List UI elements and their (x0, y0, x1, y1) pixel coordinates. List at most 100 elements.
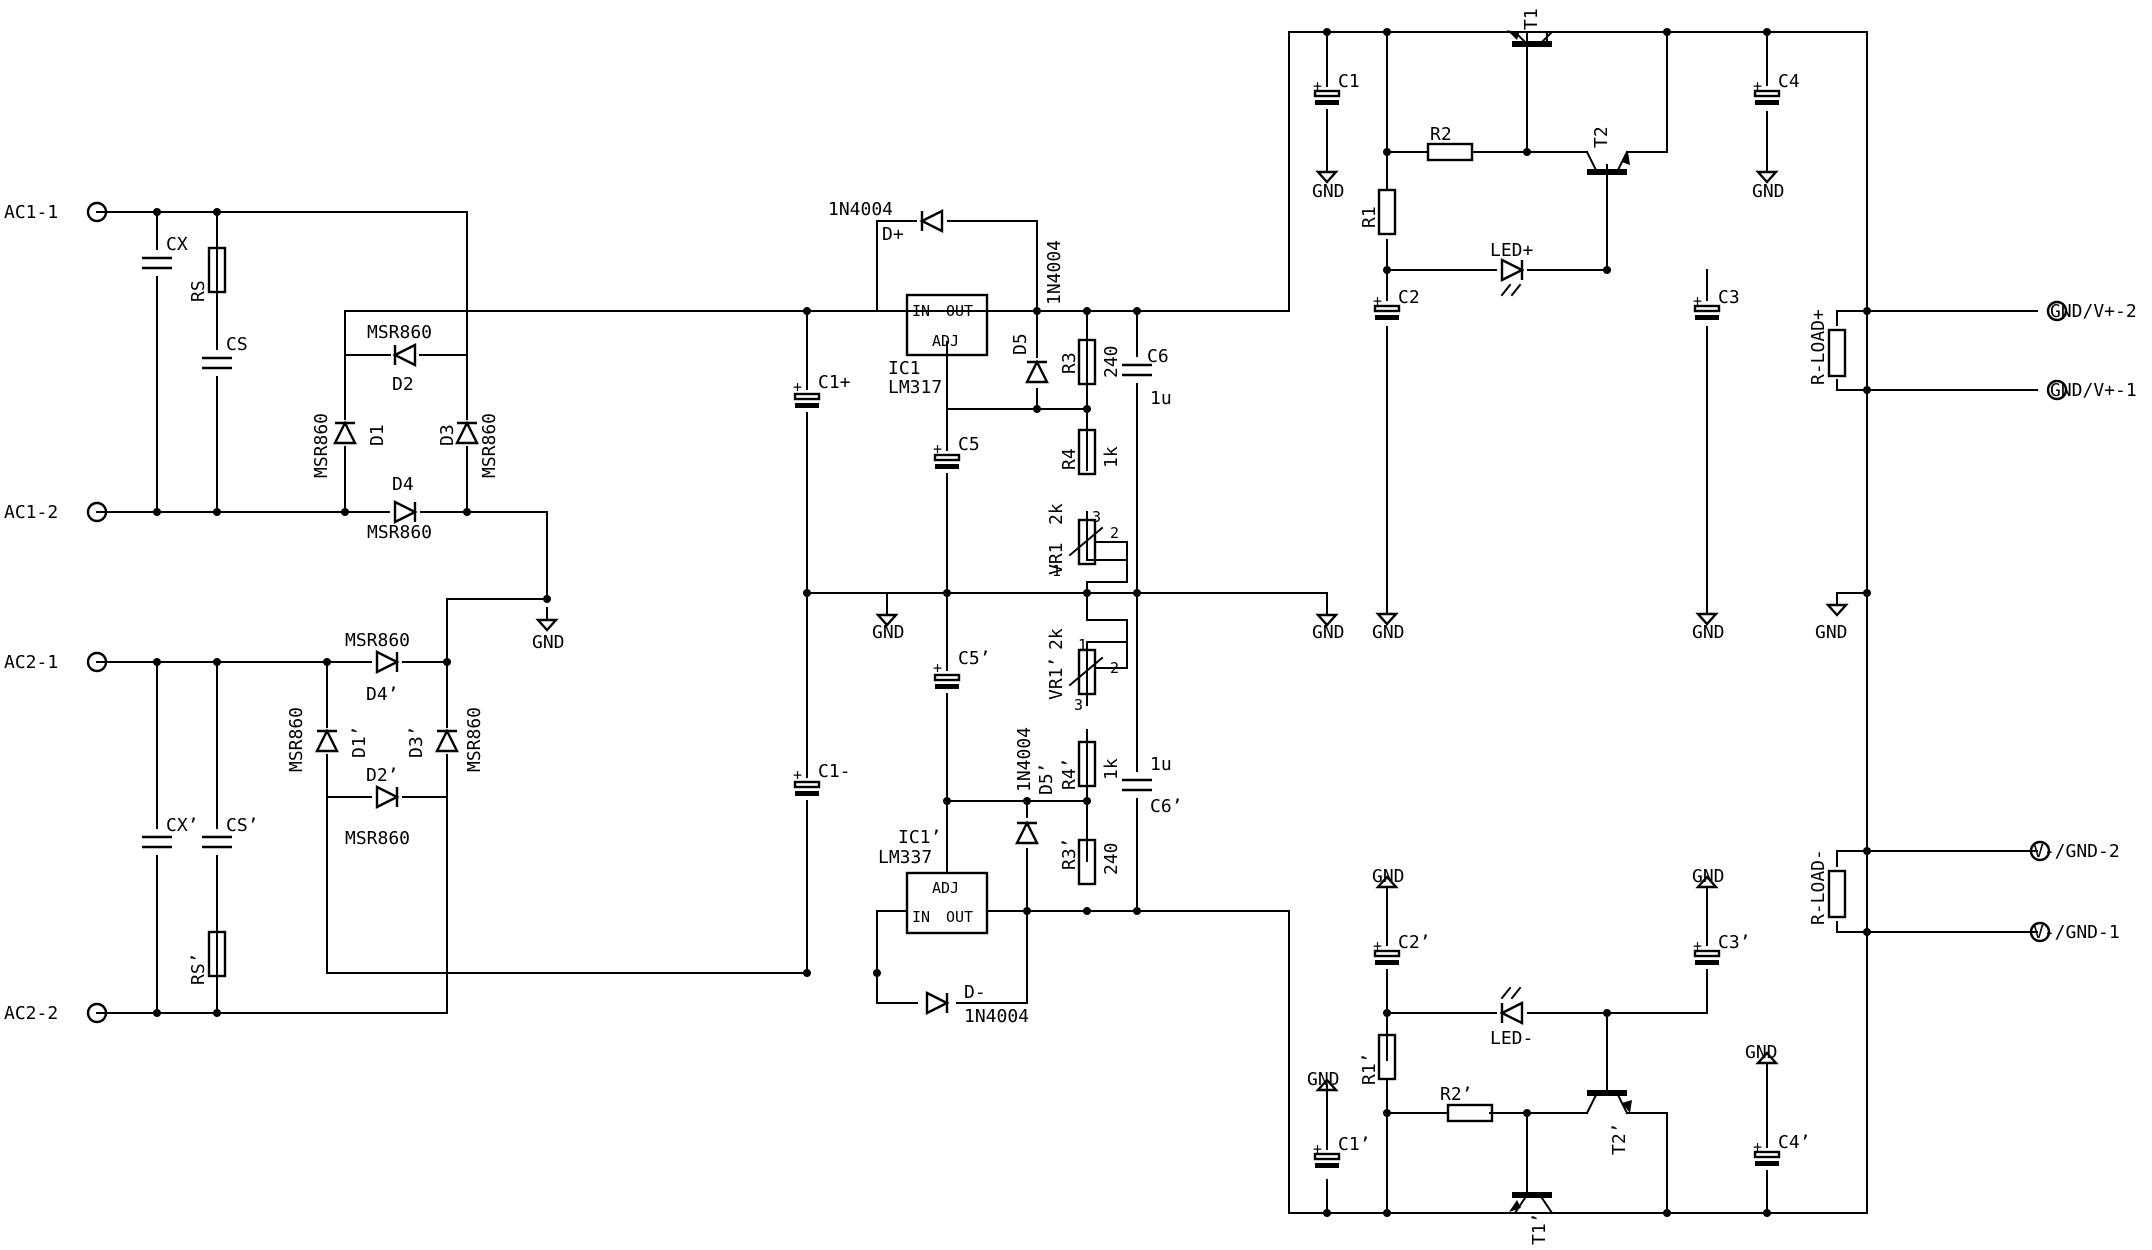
label-msr-d3p: MSR860 (464, 707, 485, 772)
capacitor-c5 (933, 451, 961, 473)
diode-d5p (1015, 818, 1039, 848)
capacitor-cx2 (140, 829, 174, 855)
label-msr-d1p: MSR860 (286, 707, 307, 772)
resistor-r1 (1377, 188, 1397, 236)
label-lm337: LM337 (878, 847, 932, 868)
resistor-r3p (1077, 838, 1097, 886)
label-c4p: C4’ (1778, 1132, 1811, 1153)
label-d3: D3 (437, 424, 458, 446)
label-gnd-c1p: GND (1307, 1069, 1340, 1090)
label-r2: R2 (1430, 124, 1452, 145)
capacitor-c6 (1120, 357, 1154, 383)
label-gnd-c5: GND (872, 622, 905, 643)
ic1p-lm337 (876, 800, 1028, 935)
capacitor-c6p (1120, 772, 1154, 798)
label-cs: CS (226, 334, 248, 355)
label-t1p: T1’ (1529, 1212, 1550, 1245)
ic1-lm317 (905, 293, 989, 410)
ic1-pin-out: OUT (946, 302, 973, 320)
resistor-rs (207, 246, 227, 294)
label-t2p: T2’ (1609, 1122, 1630, 1155)
label-gnd-c4: GND (1752, 181, 1785, 202)
capacitor-c2 (1373, 302, 1401, 324)
diode-d5 (1025, 358, 1049, 388)
ic1-pin-adj: ADJ (932, 332, 959, 350)
capacitor-c3p (1693, 947, 1721, 969)
label-c3: C3 (1718, 287, 1740, 308)
label-c1: C1 (1338, 71, 1360, 92)
capacitor-cx (140, 250, 174, 276)
gnd-c4 (1756, 158, 1778, 184)
transistor-t1p (1509, 1192, 1554, 1215)
label-ac1-2: AC1-2 (4, 502, 58, 523)
transistor-t1 (1507, 30, 1554, 47)
label-r4p-val: 1k (1101, 758, 1122, 780)
capacitor-c3 (1693, 302, 1721, 324)
vr1-pin-2: 2 (1110, 524, 1119, 542)
junction-dots (153, 28, 1871, 1217)
ic1p-pin-out: OUT (946, 908, 973, 926)
label-c1p-sign: + (1313, 1140, 1322, 1158)
label-gnd-c2p: GND (1372, 866, 1405, 887)
label-msr-d4p: MSR860 (345, 630, 410, 651)
label-ac1-1: AC1-1 (4, 202, 58, 223)
label-r3-val: 240 (1101, 345, 1122, 378)
label-c4p-sign: + (1753, 1138, 1762, 1156)
label-r1p: R1’ (1359, 1052, 1380, 1085)
label-msr-d1: MSR860 (311, 413, 332, 478)
label-c2p: C2’ (1398, 932, 1431, 953)
label-vr1: VR1 (1046, 542, 1067, 575)
wires (96, 31, 2038, 1214)
capacitor-c1plus (793, 390, 821, 412)
label-gv2: GND/V+-2 (2050, 301, 2137, 322)
label-c5-sign: + (933, 440, 942, 458)
label-c4-sign: + (1753, 77, 1762, 95)
ic1p-pin-adj: ADJ (932, 879, 959, 897)
label-msr-d4: MSR860 (367, 522, 432, 543)
transistor-t2 (1585, 150, 1668, 175)
label-vg1: V-/GND-1 (2033, 922, 2120, 943)
label-c6-val: 1u (1150, 388, 1172, 409)
diode-dplus (917, 209, 947, 234)
capacitor-c1 (1313, 87, 1341, 109)
label-r4p: R4’ (1059, 757, 1080, 790)
label-vr1p-val: 2k (1046, 628, 1067, 650)
label-gnd-load: GND (1815, 622, 1848, 643)
label-d1p: D1’ (349, 725, 370, 758)
label-msr-d3: MSR860 (479, 413, 500, 478)
label-rload-plus: R-LOAD+ (1808, 309, 1829, 385)
ic1-pin-in: IN (912, 302, 930, 320)
label-gnd-c3p: GND (1692, 866, 1725, 887)
vr1p-pin-3: 3 (1074, 696, 1083, 714)
label-c5p-sign: + (933, 659, 942, 677)
label-c3-sign: + (1693, 292, 1702, 310)
vr1p-pin-2: 2 (1110, 659, 1119, 677)
capacitor-c1minus (793, 778, 821, 800)
label-c6p-val: 1u (1150, 754, 1172, 775)
label-ic1p: IC1’ (898, 827, 941, 848)
label-d4: D4 (392, 474, 414, 495)
gnd-bridge (536, 606, 558, 632)
label-led-minus: LED- (1490, 1028, 1533, 1049)
label-rload-minus: R-LOAD- (1808, 849, 1829, 925)
label-c1minus-sign: + (793, 766, 802, 784)
label-r4-val: 1k (1101, 446, 1122, 468)
gnd-c2 (1376, 600, 1398, 626)
label-c1-sign: + (1313, 77, 1322, 95)
pot-vr1p (1068, 648, 1104, 696)
label-cx: CX (166, 234, 188, 255)
ic1p-pin-in: IN (912, 908, 930, 926)
label-gnd-c2: GND (1372, 622, 1405, 643)
capacitor-cs (200, 350, 234, 376)
vr1-pin-3: 3 (1092, 508, 1101, 526)
gnd-c1 (1316, 158, 1338, 184)
label-lm317: LM317 (888, 377, 942, 398)
label-ac2-1: AC2-1 (4, 652, 58, 673)
resistor-rload-minus (1827, 869, 1847, 919)
label-gnd-c4p: GND (1745, 1042, 1778, 1063)
label-c3p-sign: + (1693, 937, 1702, 955)
label-d1: D1 (367, 424, 388, 446)
label-d5p: D5’ (1036, 762, 1057, 795)
label-c1p: C1’ (1338, 1134, 1371, 1155)
